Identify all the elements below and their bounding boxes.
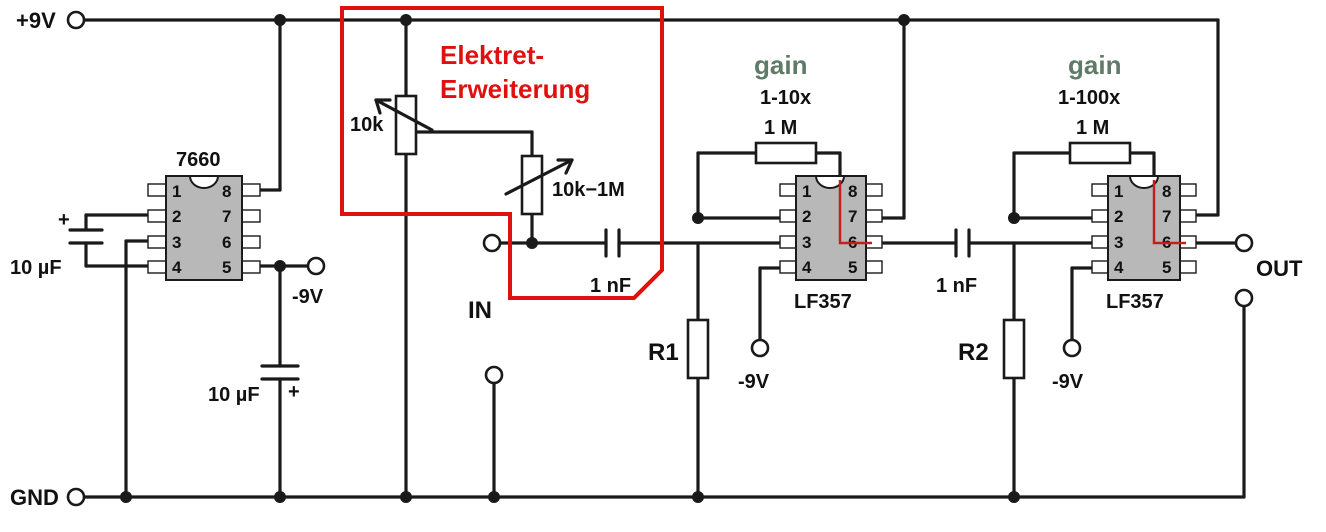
- pin-3-label: 3: [172, 233, 181, 252]
- elektret-wiring: [404, 18, 788, 499]
- pin-1-label: 1: [1114, 182, 1123, 201]
- var-res-arrowhead: [556, 158, 574, 175]
- pin-1-label: 1: [802, 182, 811, 201]
- c2-label: 1 nF: [936, 275, 977, 297]
- ic-7660-label: 7660: [176, 149, 221, 171]
- resistor-r2: [1002, 318, 1026, 380]
- neg9-label-b: -9V: [738, 371, 770, 393]
- pin-4-label: 4: [172, 258, 182, 277]
- pin-7-label: 7: [848, 207, 857, 226]
- pin-8-label: 8: [1162, 182, 1171, 201]
- junction-dots: [120, 14, 1020, 503]
- pin-8-label: 8: [222, 182, 231, 201]
- var-res-label: 10k−1M: [552, 179, 625, 201]
- gain1-word: gain: [754, 50, 807, 80]
- pin-5-label: 5: [222, 258, 231, 277]
- pot-label: 10k: [350, 114, 384, 136]
- in-terminal-top: [482, 233, 502, 253]
- gain1-range: 1-10x: [760, 87, 811, 109]
- cap-plus-a: +: [58, 209, 70, 231]
- elektret-title-2: Erweiterung: [440, 74, 590, 104]
- c1-label: 1 nF: [590, 275, 631, 297]
- resistor-r1: [686, 318, 710, 380]
- ic-lf357-1: 1 2 3 4 8 7 6 5: [779, 175, 883, 281]
- elektret-title-1: Elektret-: [440, 40, 544, 70]
- pin-5-label: 5: [1162, 258, 1171, 277]
- vplus-label: +9V: [16, 8, 56, 33]
- stage1-wiring: [696, 18, 1100, 499]
- potentiometer-10k: [394, 94, 418, 156]
- ic-lf357-2-label: LF357: [1106, 291, 1164, 313]
- ic-lf357-2: 1 2 3 4 8 7 6 5: [1091, 175, 1197, 281]
- neg9-terminal-a: [306, 256, 326, 276]
- pin-2-label: 2: [172, 207, 181, 226]
- out-label: OUT: [1256, 256, 1303, 281]
- pot-arrow: [374, 98, 434, 132]
- cap-plus-b: +: [288, 381, 300, 403]
- pin-5-label: 5: [848, 258, 857, 277]
- pin-6-label: 6: [222, 233, 231, 252]
- var-res-arrow: [504, 158, 574, 196]
- pin-2-label: 2: [1114, 207, 1123, 226]
- pin-8-label: 8: [848, 182, 857, 201]
- pin-4-label: 4: [1114, 258, 1124, 277]
- feedback1-label: 1 M: [764, 117, 797, 139]
- ic-7660: 1 2 3 4 8 7 6 5: [147, 175, 261, 281]
- gain2-range: 1-100x: [1058, 87, 1120, 109]
- r1-label: R1: [648, 339, 679, 366]
- gnd-label: GND: [10, 485, 59, 510]
- neg9-terminal-c: [1062, 338, 1082, 358]
- pin-3-label: 3: [1114, 233, 1123, 252]
- output-highlight: [1152, 180, 1186, 245]
- neg9-label-c: -9V: [1052, 371, 1084, 393]
- feedback-resistor-2: [1068, 141, 1132, 165]
- out-terminal-top: [1234, 233, 1254, 253]
- terminals: [66, 10, 1254, 507]
- in-label: IN: [468, 297, 492, 324]
- in-terminal-bottom: [484, 365, 504, 385]
- cap-top-label: 10 µF: [10, 257, 62, 279]
- neg9-terminal-b: [750, 338, 770, 358]
- cap-bottom-label: 10 µF: [208, 384, 260, 406]
- neg9-label-a: -9V: [292, 286, 324, 308]
- vplus-terminal: [66, 10, 86, 30]
- pin-3-label: 3: [802, 233, 811, 252]
- feedback2-label: 1 M: [1076, 117, 1109, 139]
- pin-1-label: 1: [172, 182, 181, 201]
- gain2-word: gain: [1068, 50, 1121, 80]
- out-terminal-bottom: [1234, 288, 1254, 308]
- feedback-resistor-1: [754, 141, 818, 165]
- elektret-highlight: [340, 6, 664, 300]
- ic-lf357-1-label: LF357: [794, 291, 852, 313]
- output-highlight: [838, 180, 872, 245]
- pin-2-label: 2: [802, 207, 811, 226]
- pot-arrowhead: [374, 98, 392, 115]
- charge-pump-wiring: [68, 18, 312, 499]
- gnd-terminal: [66, 487, 86, 507]
- pin-7-label: 7: [222, 207, 231, 226]
- r2-label: R2: [958, 339, 989, 366]
- pin-4-label: 4: [802, 258, 812, 277]
- pin-7-label: 7: [1162, 207, 1171, 226]
